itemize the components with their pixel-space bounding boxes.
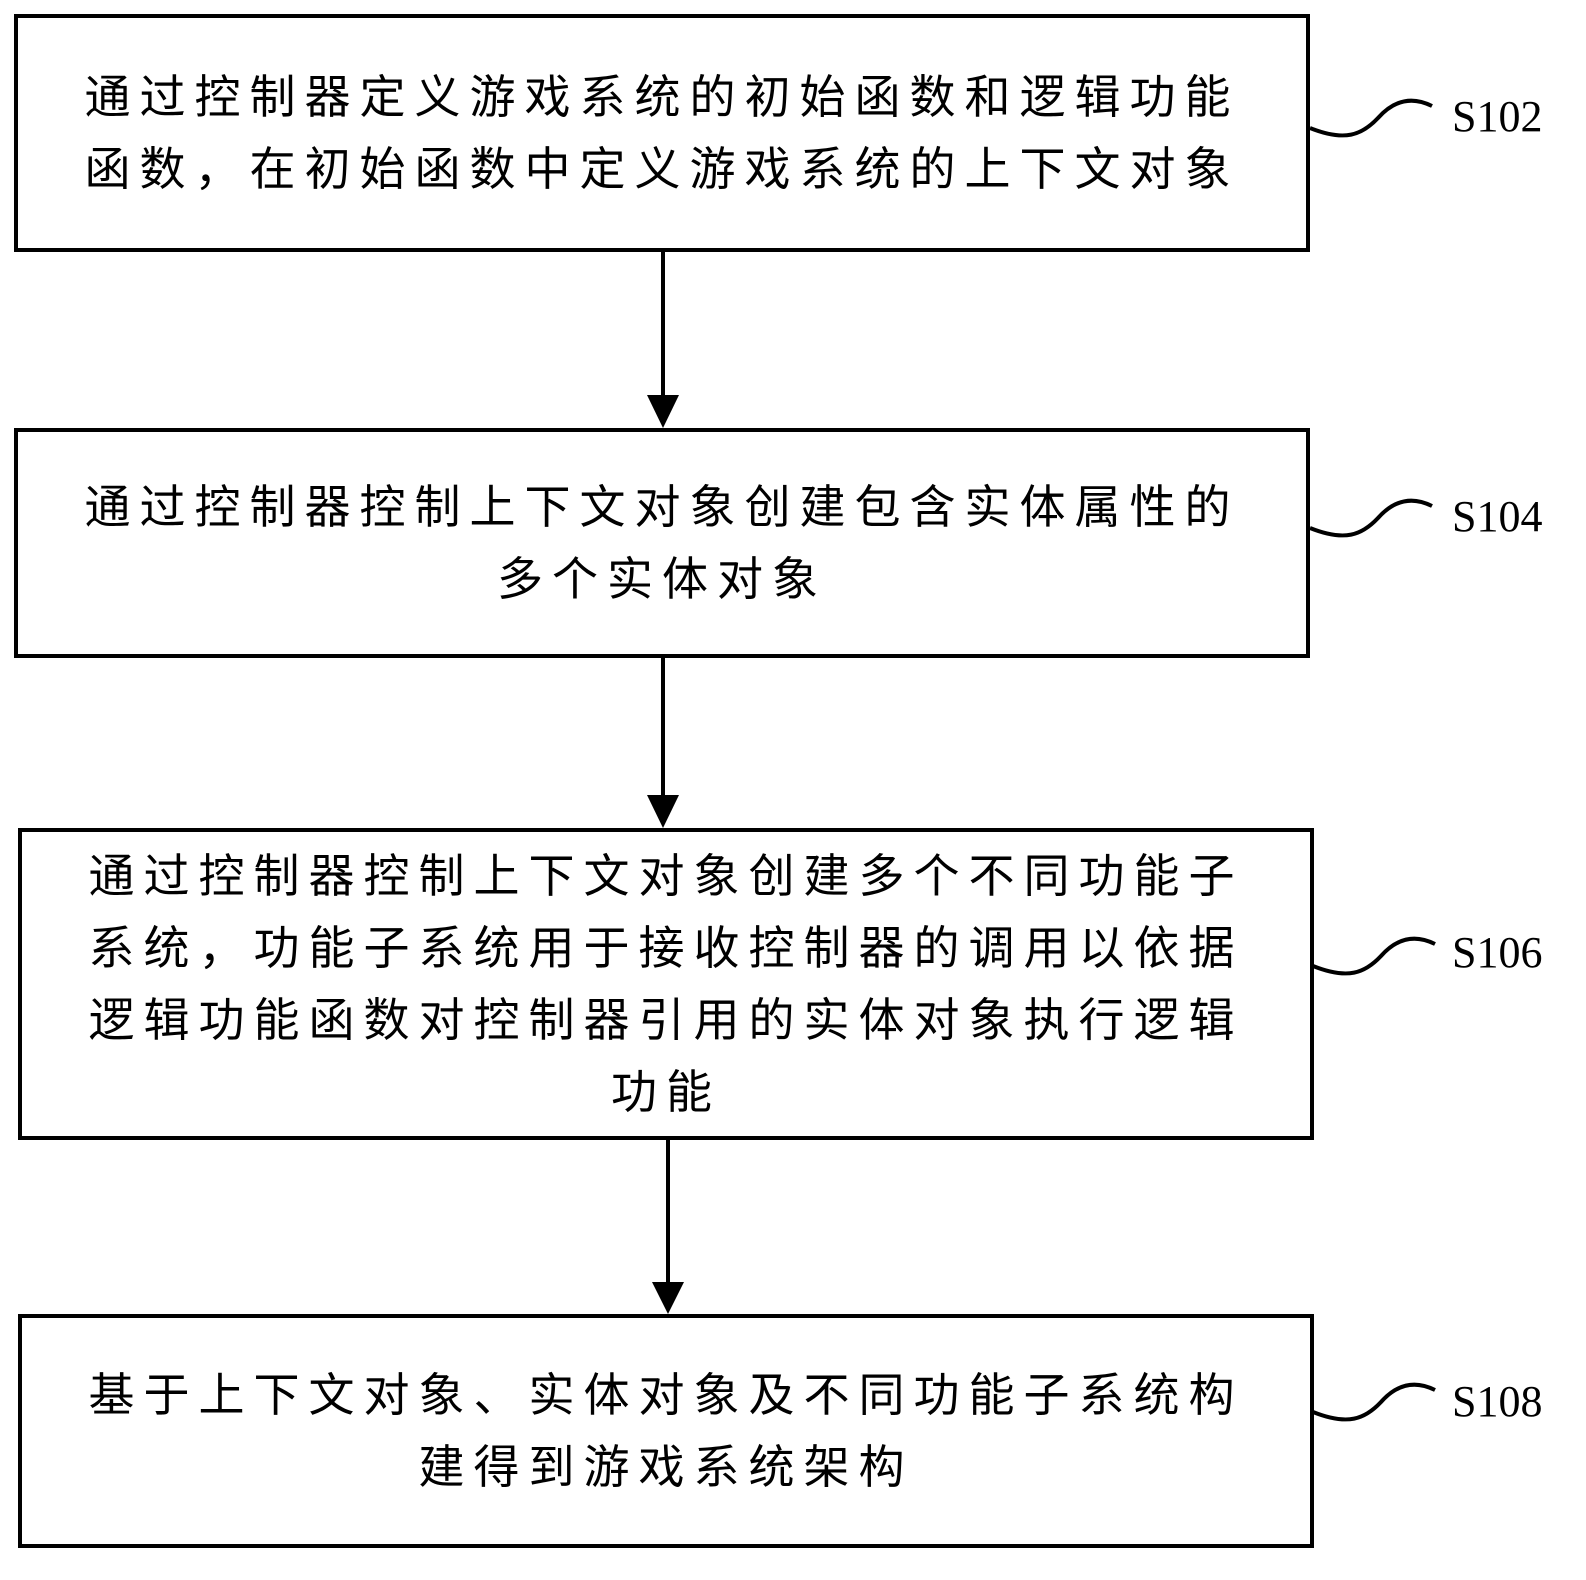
step-text-s104: 通过控制器控制上下文对象创建包含实体属性的 多个实体对象 — [84, 480, 1240, 606]
leader-s104 — [1309, 498, 1433, 538]
step-label-s106: S106 — [1452, 928, 1543, 977]
step-label-s104: S104 — [1452, 492, 1543, 541]
arrow-s106-to-s108-head — [652, 1282, 684, 1314]
step-text-s102: 通过控制器定义游戏系统的初始函数和逻辑功能 函数，在初始函数中定义游戏系统的上下… — [84, 70, 1240, 196]
arrow-s102-to-s104-head — [647, 395, 679, 428]
step-label-s102: S102 — [1452, 92, 1543, 141]
leader-s106 — [1312, 936, 1436, 976]
leader-s108 — [1312, 1382, 1436, 1422]
leader-s102 — [1309, 98, 1433, 138]
step-box-s104: 通过控制器控制上下文对象创建包含实体属性的 多个实体对象 — [14, 428, 1310, 658]
step-label-s108: S108 — [1452, 1377, 1543, 1426]
step-box-s106: 通过控制器控制上下文对象创建多个不同功能子 系统，功能子系统用于接收控制器的调用… — [18, 828, 1314, 1140]
step-box-s108: 基于上下文对象、实体对象及不同功能子系统构 建得到游戏系统架构 — [18, 1314, 1314, 1548]
step-text-s106: 通过控制器控制上下文对象创建多个不同功能子 系统，功能子系统用于接收控制器的调用… — [88, 849, 1244, 1119]
step-text-s108: 基于上下文对象、实体对象及不同功能子系统构 建得到游戏系统架构 — [88, 1368, 1244, 1494]
step-box-s102: 通过控制器定义游戏系统的初始函数和逻辑功能 函数，在初始函数中定义游戏系统的上下… — [14, 14, 1310, 252]
arrow-s104-to-s106-head — [647, 795, 679, 828]
